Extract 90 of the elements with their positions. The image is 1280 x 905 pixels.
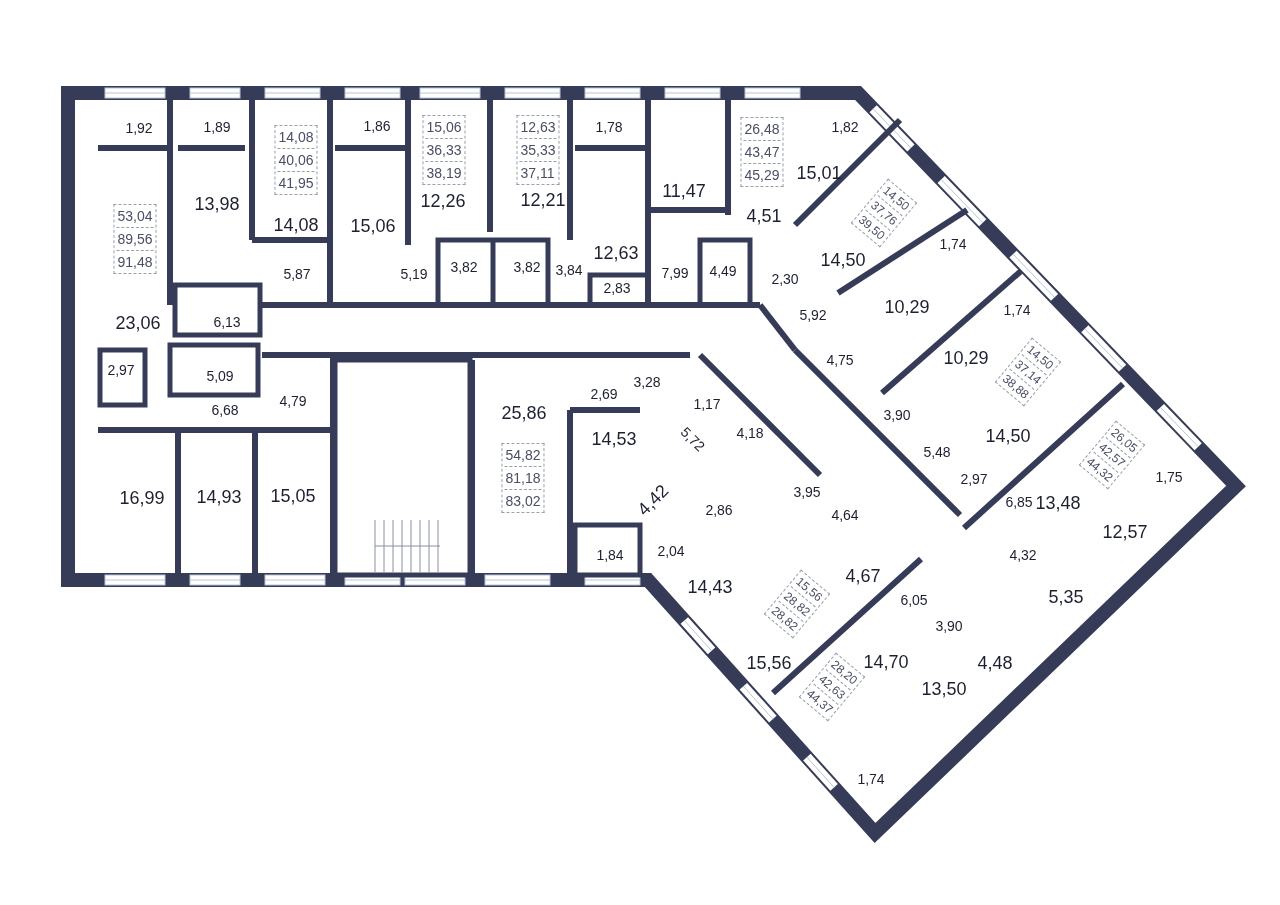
room-area-label: 5,48	[923, 445, 951, 459]
room-area-label: 25,86	[501, 404, 547, 422]
room-area-label: 5,87	[283, 267, 311, 281]
room-area-label: 2,04	[657, 544, 685, 558]
area-value: 26,48	[743, 120, 781, 139]
area-summary-box	[422, 115, 466, 185]
room-area-label: 1,78	[595, 120, 623, 134]
room-area-label: 13,48	[1035, 494, 1081, 512]
room-area-label: 4,51	[746, 207, 782, 225]
room-area-label: 2,83	[603, 281, 631, 295]
room-area-label: 3,82	[450, 260, 478, 274]
room-area-label: 2,69	[590, 387, 618, 401]
area-value: 43,47	[743, 140, 781, 163]
room-area-label: 15,56	[746, 654, 792, 672]
room-area-label: 1,74	[939, 237, 967, 251]
area-value: 14,08	[277, 128, 315, 147]
room-area-label: 3,28	[633, 375, 661, 389]
room-area-label: 14,50	[985, 427, 1031, 445]
room-area-label: 7,99	[661, 266, 689, 280]
room-area-label: 14,53	[591, 430, 637, 448]
room-area-label: 3,84	[555, 263, 583, 277]
area-value: 45,29	[743, 163, 781, 186]
room-area-label: 5,92	[799, 308, 827, 322]
room-area-label: 13,98	[194, 195, 240, 213]
room-area-label: 1,84	[596, 548, 624, 562]
area-summary-box	[516, 115, 560, 185]
room-area-label: 6,85	[1005, 495, 1033, 509]
room-area-label: 4,79	[279, 394, 307, 408]
area-value: 81,18	[504, 466, 542, 489]
area-value: 12,63	[519, 118, 557, 137]
area-value: 53,04	[116, 207, 154, 226]
room-area-label: 3,82	[513, 260, 541, 274]
room-area-label: 10,29	[884, 298, 930, 316]
room-area-label: 14,43	[687, 578, 733, 596]
room-area-label: 15,05	[270, 487, 316, 505]
room-area-label: 12,57	[1102, 523, 1148, 541]
room-area-label: 2,97	[960, 472, 988, 486]
room-area-label: 4,64	[831, 508, 859, 522]
area-value: 54,82	[504, 446, 542, 465]
room-area-label: 6,68	[211, 403, 239, 417]
room-area-label: 1,86	[363, 119, 391, 133]
room-area-label: 6,05	[900, 593, 928, 607]
room-area-label: 5,35	[1048, 588, 1084, 606]
room-area-label: 5,09	[206, 369, 234, 383]
room-area-label: 12,63	[593, 244, 639, 262]
room-area-label: 1,74	[1003, 303, 1031, 317]
area-value: 40,06	[277, 148, 315, 171]
room-area-label: 1,92	[125, 121, 153, 135]
room-area-label: 12,26	[420, 192, 466, 210]
area-value: 83,02	[504, 489, 542, 512]
room-area-label: 15,01	[796, 164, 842, 182]
room-area-label: 23,06	[115, 314, 161, 332]
room-area-label: 13,50	[921, 680, 967, 698]
room-area-label: 14,08	[273, 216, 319, 234]
area-value: 35,33	[519, 138, 557, 161]
room-area-label: 16,99	[119, 489, 165, 507]
room-area-label: 3,90	[883, 408, 911, 422]
room-area-label: 5,19	[400, 267, 428, 281]
area-value: 38,19	[425, 161, 463, 184]
room-area-label: 1,74	[857, 772, 885, 786]
area-value: 37,11	[519, 161, 557, 184]
room-area-label: 4,48	[977, 654, 1013, 672]
room-area-label: 14,50	[820, 251, 866, 269]
room-area-label: 14,93	[196, 488, 242, 506]
room-area-label: 3,95	[793, 485, 821, 499]
room-area-label: 2,30	[771, 272, 799, 286]
room-area-label: 4,32	[1009, 548, 1037, 562]
area-value: 15,06	[425, 118, 463, 137]
area-summary-box	[740, 117, 784, 187]
area-summary-box	[274, 125, 318, 195]
area-value: 41,95	[277, 171, 315, 194]
area-value: 89,56	[116, 227, 154, 250]
room-area-label: 4,75	[826, 353, 854, 367]
area-value: 91,48	[116, 250, 154, 273]
room-area-label: 3,90	[935, 619, 963, 633]
room-area-label: 15,06	[350, 217, 396, 235]
room-area-label: 14,70	[863, 653, 909, 671]
room-area-label: 4,42	[634, 481, 672, 519]
room-area-label: 6,13	[213, 315, 241, 329]
area-summary-box	[501, 443, 545, 513]
room-area-label: 1,89	[203, 120, 231, 134]
room-area-label: 1,17	[693, 397, 721, 411]
room-area-label: 4,49	[709, 264, 737, 278]
room-area-label: 11,47	[662, 182, 706, 200]
room-area-label: 4,18	[736, 426, 764, 440]
area-summary-box	[113, 204, 157, 274]
room-area-label: 2,86	[705, 503, 733, 517]
room-area-label: 2,97	[107, 363, 135, 377]
area-value: 36,33	[425, 138, 463, 161]
room-area-label: 1,82	[831, 120, 859, 134]
